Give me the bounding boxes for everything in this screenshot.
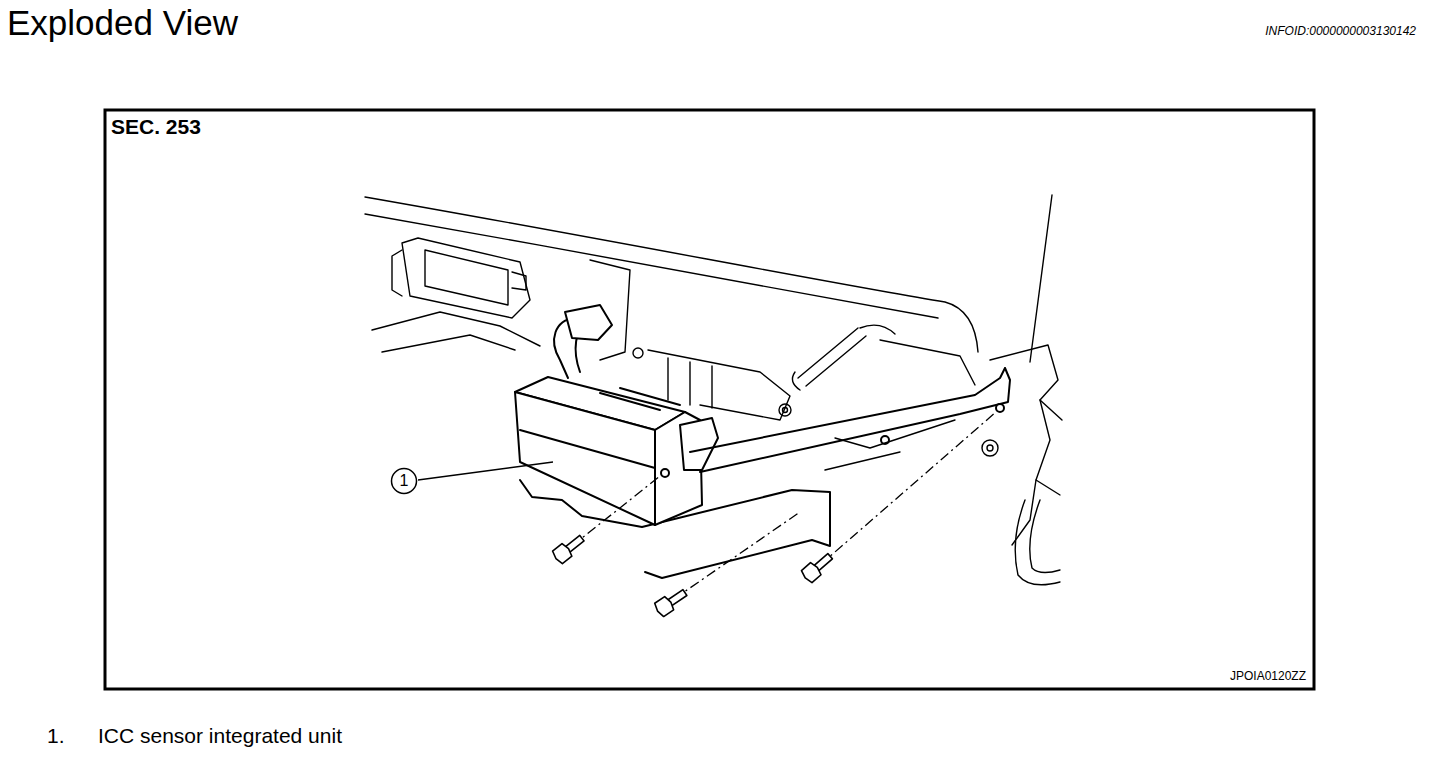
harness-connector: [565, 305, 612, 340]
hole: [982, 440, 998, 456]
part-name: ICC sensor integrated unit: [98, 724, 342, 748]
callout-number: 1: [400, 472, 409, 490]
bolt: [800, 550, 835, 584]
unit-rib: [600, 388, 680, 410]
icc-sensor-unit: [515, 305, 1010, 578]
alignment-lines: [572, 412, 996, 599]
hole: [783, 408, 788, 413]
item-number: 1.: [47, 724, 65, 748]
bolt: [653, 586, 689, 618]
unit-connector: [680, 418, 718, 470]
module-outline: [402, 238, 530, 318]
hole: [633, 348, 643, 358]
vehicle-front: [365, 195, 1062, 585]
under-panel: [880, 340, 975, 385]
module-clip: [512, 272, 526, 290]
tow-pipe-end: [860, 325, 895, 334]
tow-pipe: [798, 328, 866, 386]
dash-line: [572, 476, 660, 546]
body-line: [1030, 195, 1052, 362]
hose: [1015, 500, 1060, 585]
unit-seam: [520, 430, 655, 468]
hole: [881, 436, 889, 444]
leader-line: [418, 462, 553, 480]
hole: [996, 404, 1004, 412]
bolt-head: [800, 561, 823, 584]
dash-line: [674, 512, 800, 599]
unit-front: [515, 392, 655, 525]
tow-pipe-end: [792, 372, 800, 390]
reinforcement-rib: [668, 358, 712, 408]
bolt-head: [551, 542, 573, 564]
bumper-line: [365, 197, 978, 352]
figure-code: JPOIA0120ZZ: [1230, 670, 1306, 684]
module-face: [425, 250, 508, 305]
page-title: Exploded View: [7, 3, 238, 43]
under-panel: [825, 420, 955, 470]
hole: [987, 445, 993, 451]
bolt-head: [653, 595, 675, 617]
section-number: SEC. 253: [111, 115, 201, 139]
under-panel: [372, 312, 540, 346]
frame: [105, 110, 1314, 689]
bolts: [551, 532, 835, 618]
side-member: [1036, 400, 1062, 495]
hole: [779, 404, 791, 416]
side-member: [990, 345, 1058, 545]
hose: [1030, 500, 1060, 573]
info-id: INFOID:0000000003130142: [1265, 25, 1416, 39]
module-clip: [392, 250, 402, 296]
under-panel: [382, 335, 515, 352]
arm-bracket: [690, 368, 1010, 472]
hole: [661, 469, 669, 477]
bolt: [551, 532, 587, 565]
bumper-line: [365, 214, 938, 318]
callout-circle: [392, 469, 417, 494]
dash-line: [820, 412, 996, 565]
